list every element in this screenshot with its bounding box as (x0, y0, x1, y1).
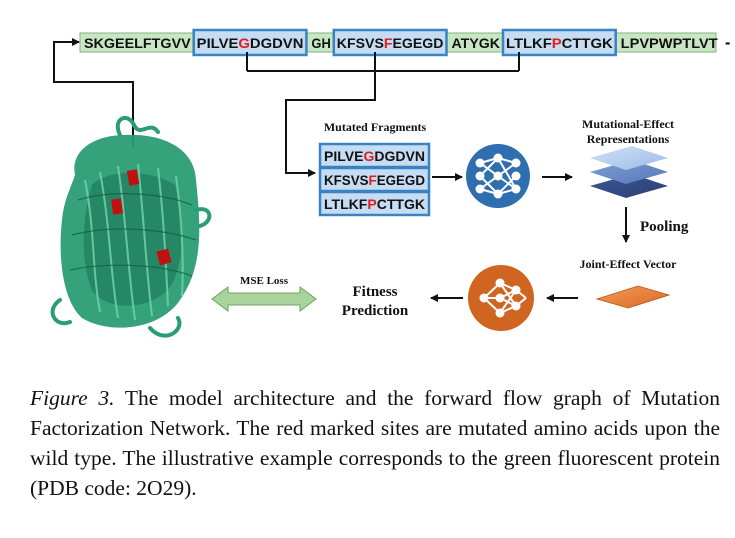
sequence-segment-text: GH (311, 35, 330, 51)
mutated-residue: F (384, 35, 393, 51)
sequence-segment-text: LPVPWPTLVT (621, 35, 718, 51)
sequence-segment-text: SKGEELFTGVV (84, 35, 191, 51)
mutated-residue: F (369, 172, 378, 188)
mutated-residue: G (363, 148, 374, 164)
protein-to-sequence-arrow (53, 38, 134, 148)
mse-loss-label: MSE Loss (240, 275, 289, 287)
mutated-fragment-text: LTLKFPCTTGK (324, 196, 425, 212)
figure-label: Figure 3. (30, 386, 115, 410)
fitness-label-line2: Prediction (342, 303, 409, 319)
protein-structure-illustration (50, 116, 212, 338)
sequence-fragment-box (332, 28, 448, 57)
decoder-network-icon (468, 265, 534, 331)
caption-text: The model architecture and the forward f… (30, 386, 720, 500)
encoder-network-icon (466, 144, 530, 208)
sequence-fragment-text: KFSVSFEGEGD (337, 35, 444, 51)
mutational-effect-label-line1: Mutational-Effect (582, 117, 674, 131)
joint-effect-vector-plane (595, 285, 671, 309)
mutated-fragment-text: PILVEGDGDVN (324, 148, 425, 164)
mutated-residue: G (238, 35, 250, 51)
mutated-fragments-title: Mutated Fragments (324, 120, 427, 134)
sequence-fragment-box (501, 28, 617, 57)
mutated-fragment-box (318, 190, 431, 217)
mutational-effect-label-line2: Representations (587, 132, 670, 146)
sequence-segment-text: ATYGK (452, 35, 501, 51)
figure-caption: Figure 3. The model architecture and the… (30, 383, 720, 503)
fragment-bracket (246, 52, 520, 177)
sequence-segment-text: ··· (724, 35, 735, 51)
sequence-fragment-box (192, 28, 308, 57)
pooling-label: Pooling (640, 219, 689, 235)
mutated-fragments: PILVEGDGDVN KFSVSFEGEGD LTLKFPCTTGK (318, 142, 431, 217)
representation-layers (590, 146, 668, 198)
mutated-residue: P (552, 35, 562, 51)
joint-effect-label: Joint-Effect Vector (580, 257, 678, 271)
mutated-residue: P (367, 196, 376, 212)
fitness-label-line1: Fitness (353, 284, 398, 300)
mse-loss-double-arrow (211, 286, 317, 312)
mutated-fragment-text: KFSVSFEGEGD (324, 172, 425, 188)
